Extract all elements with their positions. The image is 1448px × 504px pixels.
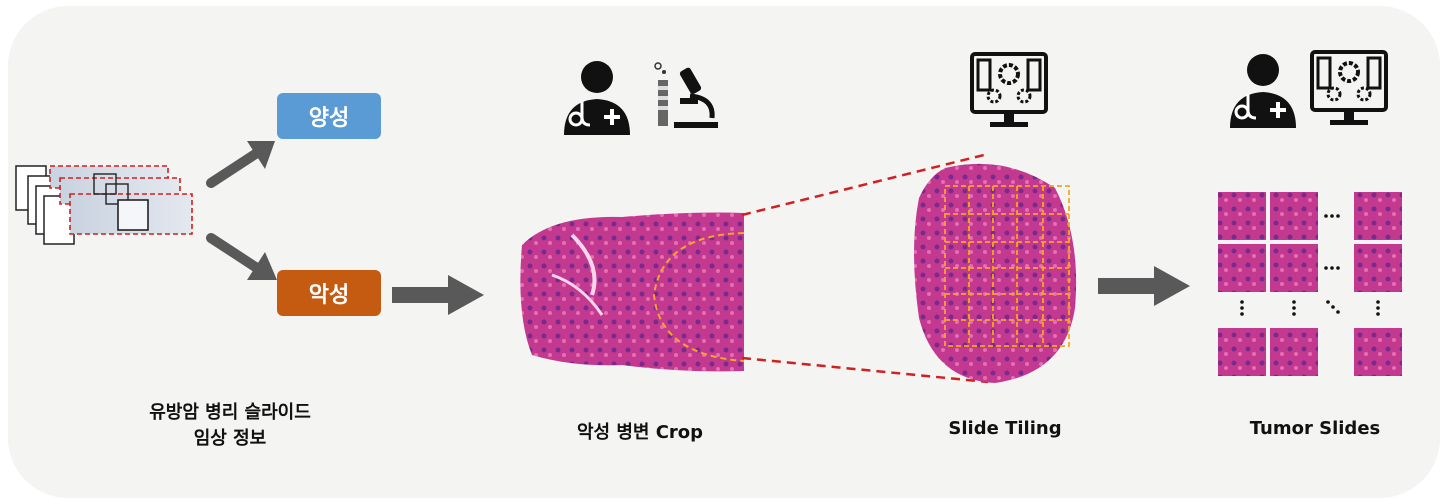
computer-gears-icon	[1308, 48, 1390, 130]
tissue-tiling-image	[905, 158, 1081, 388]
tumor-tiles-grid	[1216, 190, 1406, 380]
tiling-label: Slide Tiling	[910, 418, 1100, 439]
computer-gears-icon	[968, 50, 1050, 132]
arrow-to-crop	[392, 275, 488, 315]
slides-label-line1: 유방암 병리 슬라이드	[110, 398, 350, 424]
benign-label: 양성	[277, 93, 381, 139]
slide-stack-icon	[14, 160, 204, 250]
malignant-label: 악성	[277, 270, 381, 316]
doctor-icon	[1222, 48, 1304, 130]
tumor-tile	[1218, 192, 1402, 376]
arrow-to-malignant	[205, 230, 285, 285]
tissue-crop-image	[512, 205, 748, 381]
slides-label-line2: 임상 정보	[110, 424, 350, 450]
microscope-icon	[650, 60, 722, 132]
doctor-icon	[556, 55, 638, 137]
crop-label: 악성 병변 Crop	[530, 418, 750, 444]
arrow-to-tumor	[1098, 266, 1194, 306]
arrow-to-benign	[205, 135, 285, 190]
tumor-label: Tumor Slides	[1220, 418, 1410, 439]
